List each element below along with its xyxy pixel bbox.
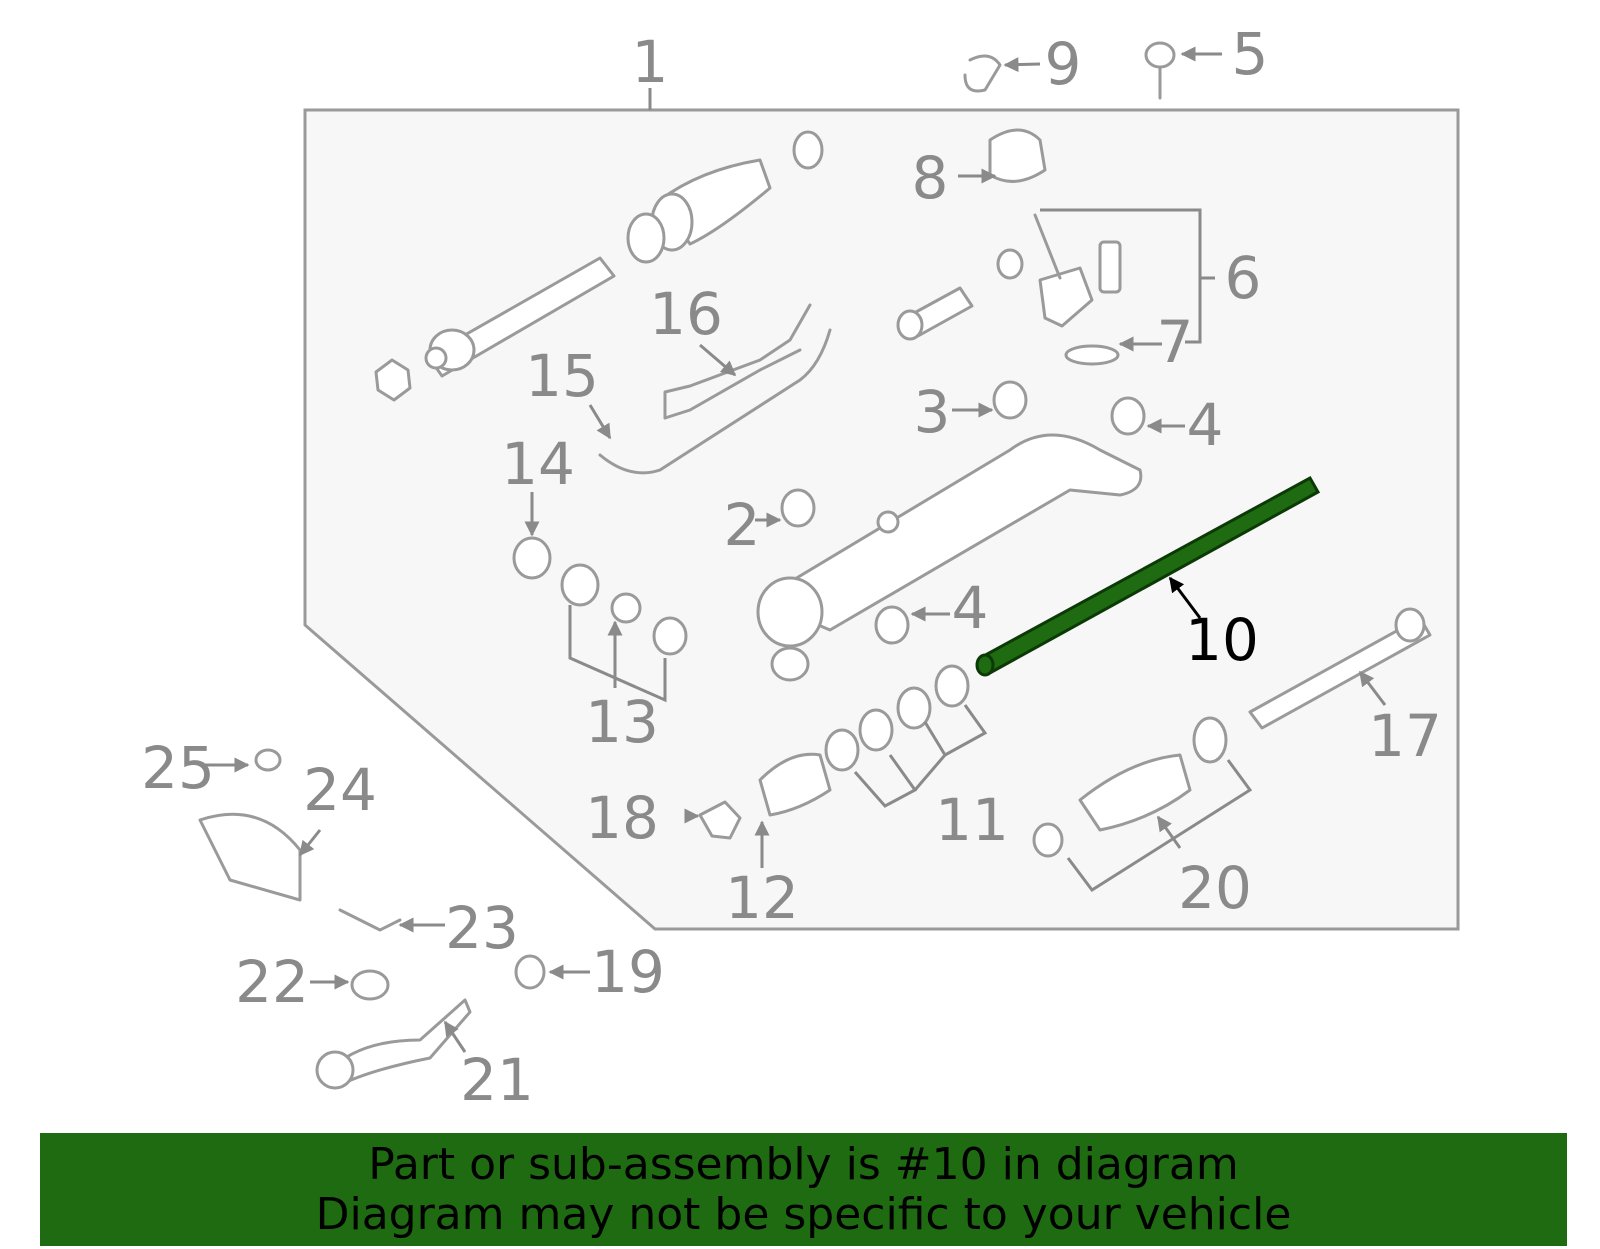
callout-10: 10 [1185,606,1259,674]
info-banner: Part or sub-assembly is #10 in diagram D… [40,1133,1567,1246]
callout-15: 15 [525,342,599,410]
callout-5: 5 [1232,20,1269,88]
callout-22: 22 [235,948,309,1016]
callout-6: 6 [1225,244,1262,312]
control-valve-part [896,128,1122,366]
callout-11: 11 [935,786,1009,854]
inner-tie-rod-left-part [374,256,616,402]
leader-lines [200,46,1387,1053]
steering-rack-highlighted-part [975,475,1321,677]
callout-13: 13 [585,688,659,756]
lower-parts [698,607,1432,858]
callout-4-upper: 4 [1187,391,1224,459]
callout-17: 17 [1368,702,1442,770]
callout-14: 14 [501,430,575,498]
upper-hardware-parts [963,41,1176,100]
banner-line-2: Diagram may not be specific to your vehi… [315,1188,1292,1240]
callout-21: 21 [460,1046,534,1114]
tie-rod-end-parts [198,748,546,1090]
bushing-parts [780,380,1146,645]
callout-1: 1 [632,28,669,96]
callout-4-lower: 4 [952,574,989,642]
callout-9: 9 [1045,30,1082,98]
callout-23: 23 [445,894,519,962]
steering-boot-upper-part [626,130,824,264]
callout-7: 7 [1157,308,1194,376]
callout-19: 19 [591,938,665,1006]
callout-2: 2 [724,491,761,559]
callout-18: 18 [585,784,659,852]
callout-25: 25 [141,734,215,802]
callout-3: 3 [914,378,951,446]
callout-24: 24 [303,756,377,824]
callout-8: 8 [912,144,949,212]
callout-12: 12 [725,864,799,932]
rack-housing-part [756,433,1143,682]
banner-line-1: Part or sub-assembly is #10 in diagram [368,1138,1239,1190]
seal-kit-part [512,536,688,656]
callout-20: 20 [1178,854,1252,922]
callout-16: 16 [649,280,723,348]
